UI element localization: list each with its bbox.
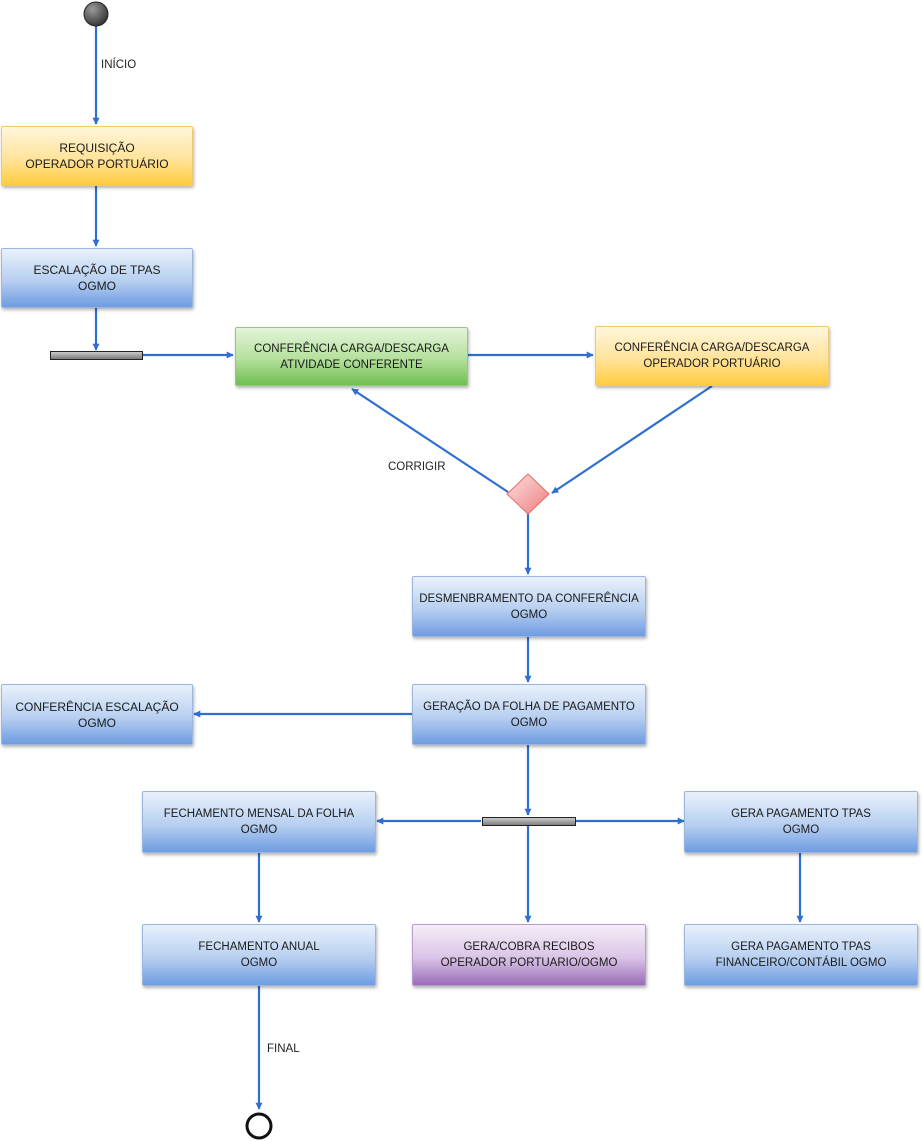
node-requisicao-line1: REQUISIÇÃO: [59, 141, 135, 155]
edge-decision-corrigir: [351, 388, 509, 493]
node-fechamento-mensal-line2: OGMO: [240, 824, 278, 836]
node-conferencia-atividade-line2: ATIVIDADE CONFERENTE: [280, 358, 423, 371]
node-conferencia-escalacao[interactable]: CONFERÊNCIA ESCALAÇÃO OGMO: [1, 684, 193, 745]
end-node: [245, 1112, 273, 1140]
fork-bar-bottom: [482, 817, 576, 826]
decision-diamond: [506, 473, 550, 515]
node-escalacao[interactable]: ESCALAÇÃO DE TPAS OGMO: [1, 248, 193, 308]
node-gera-pagamento-financeiro-line1: GERA PAGAMENTO TPAS: [731, 941, 871, 953]
node-gera-pagamento[interactable]: GERA PAGAMENTO TPAS OGMO: [684, 791, 918, 853]
fork-bar-top: [50, 351, 143, 360]
node-requisicao-line2: OPERADOR PORTUÁRIO: [25, 157, 169, 171]
node-escalacao-line1: ESCALAÇÃO DE TPAS: [33, 263, 161, 277]
node-gera-pagamento-financeiro-line2: FINANCEIRO/CONTÁBIL OGMO: [715, 957, 887, 969]
node-fechamento-mensal-line1: FECHAMENTO MENSAL DA FOLHA: [163, 808, 355, 820]
node-gera-pagamento-financeiro[interactable]: GERA PAGAMENTO TPAS FINANCEIRO/CONTÁBIL …: [684, 924, 918, 986]
node-conferencia-escalacao-line1: CONFERÊNCIA ESCALAÇÃO: [15, 699, 179, 714]
node-geracao-folha[interactable]: GERAÇÃO DA FOLHA DE PAGAMENTO OGMO: [412, 684, 646, 745]
label-inicio: INÍCIO: [101, 59, 137, 71]
start-node: [83, 1, 109, 27]
node-fechamento-anual-line1: FECHAMENTO ANUAL: [198, 941, 320, 953]
node-conferencia-operador-line1: CONFERÊNCIA CARGA/DESCARGA: [614, 342, 810, 354]
edge-operador-decision: [551, 385, 713, 494]
label-final: FINAL: [267, 1043, 300, 1055]
node-fechamento-mensal[interactable]: FECHAMENTO MENSAL DA FOLHA OGMO: [142, 791, 376, 853]
node-gera-pagamento-line1: GERA PAGAMENTO TPAS: [731, 808, 871, 820]
node-gera-cobra-recibos-line2: OPERADOR PORTUARIO/OGMO: [440, 957, 618, 969]
node-conferencia-atividade[interactable]: CONFERÊNCIA CARGA/DESCARGA ATIVIDADE CON…: [235, 327, 468, 386]
node-conferencia-atividade-line1: CONFERÊNCIA CARGA/DESCARGA: [254, 342, 449, 355]
node-escalacao-line2: OGMO: [78, 279, 116, 293]
node-requisicao[interactable]: REQUISIÇÃO OPERADOR PORTUÁRIO: [1, 126, 193, 186]
node-gera-cobra-recibos[interactable]: GERA/COBRA RECIBOS OPERADOR PORTUARIO/OG…: [412, 924, 646, 986]
node-desmembramento-line1: DESMENBRAMENTO DA CONFERÊNCIA: [419, 592, 639, 605]
node-conferencia-operador-line2: OPERADOR PORTUÁRIO: [643, 358, 781, 370]
node-geracao-folha-line2: OGMO: [510, 716, 548, 729]
node-conferencia-escalacao-line2: OGMO: [78, 715, 116, 730]
label-corrigir: CORRIGIR: [388, 461, 446, 473]
node-gera-cobra-recibos-line1: GERA/COBRA RECIBOS: [463, 941, 595, 953]
node-gera-pagamento-line2: OGMO: [782, 824, 820, 836]
node-fechamento-anual-line2: OGMO: [240, 957, 278, 969]
node-fechamento-anual[interactable]: FECHAMENTO ANUAL OGMO: [142, 924, 376, 986]
node-conferencia-operador[interactable]: CONFERÊNCIA CARGA/DESCARGA OPERADOR PORT…: [595, 326, 829, 386]
node-desmembramento-line2: OGMO: [510, 608, 548, 621]
node-desmembramento[interactable]: DESMENBRAMENTO DA CONFERÊNCIA OGMO: [412, 576, 646, 637]
node-geracao-folha-line1: GERAÇÃO DA FOLHA DE PAGAMENTO: [423, 700, 635, 713]
